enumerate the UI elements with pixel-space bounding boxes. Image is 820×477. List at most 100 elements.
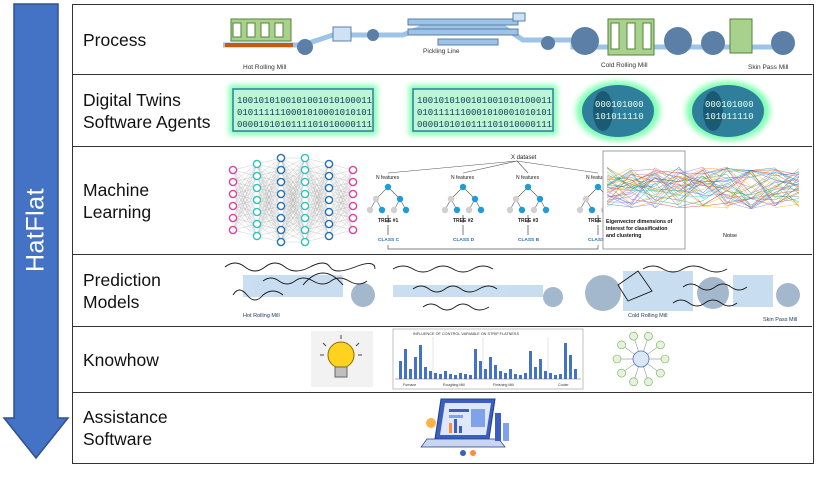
binary-panel <box>412 88 554 132</box>
cold-rolling-mill-faded-icon <box>585 271 800 311</box>
forest-feature-label: N features <box>451 175 475 181</box>
binary-text: 0101111110001010001010101 <box>417 108 552 118</box>
row-prediction-models: Prediction Models <box>73 255 812 327</box>
mind-map-node <box>644 377 653 387</box>
tree-node <box>576 206 584 214</box>
binary-text: 1001010100101001010100011 <box>417 96 552 106</box>
bar <box>434 373 437 379</box>
nn-node <box>348 177 358 187</box>
nn-node <box>300 237 310 247</box>
nn-node <box>324 159 334 169</box>
mind-map-node <box>656 368 665 378</box>
caption-cold-rolling: Cold Rolling Mill <box>628 313 667 319</box>
eigen-line <box>606 167 800 206</box>
bar <box>479 361 482 379</box>
tree-node <box>378 206 386 214</box>
class-label: CLASS B <box>518 237 540 243</box>
tree-node <box>536 195 544 203</box>
caption-hot-rolling: Hot Rolling Mill <box>243 64 287 71</box>
mind-map-node <box>629 377 638 387</box>
bar <box>399 361 402 379</box>
tree-node <box>396 195 404 203</box>
eigen-line <box>606 170 800 196</box>
caption-skin-pass: Skin Pass Mill <box>763 317 797 323</box>
bar <box>404 349 407 379</box>
eigenvector-plot: Eigenvector dimensions of interest for c… <box>602 150 800 250</box>
row-label-assistance-software: Assistance Software <box>83 393 168 463</box>
forest-dataset-label: X dataset <box>511 155 537 161</box>
forest-feature-label: N features <box>376 175 400 181</box>
row-label-process: Process <box>83 5 146 74</box>
row-label-machine-learning: Machine Learning <box>83 147 151 254</box>
tree-node <box>441 206 449 214</box>
tree-node <box>477 206 485 214</box>
binary-text: 0000101010111101010000111 <box>417 120 552 130</box>
lightbulb-icon <box>311 331 373 387</box>
nn-node <box>228 177 238 187</box>
mind-map-node <box>629 331 638 341</box>
nn-node <box>228 165 238 175</box>
row-digital-twins: Digital Twins Software Agents 1001010100… <box>73 75 812 147</box>
row-label-line: Machine <box>83 179 150 200</box>
bar <box>429 371 432 379</box>
nn-node <box>252 195 262 205</box>
tree-node <box>542 206 550 214</box>
mind-map-node <box>644 331 653 341</box>
nn-node <box>300 153 310 163</box>
bar <box>444 371 447 379</box>
binary-text: 000101000 <box>595 100 644 110</box>
binary-text: 101011110 <box>595 112 644 122</box>
tree-node <box>512 195 520 203</box>
nn-node <box>276 237 286 247</box>
binary-illustration: 1001010100101001010100011 01011111100010… <box>223 75 806 146</box>
forest-feature-label: N features <box>516 175 540 181</box>
bar <box>419 345 422 379</box>
nn-node <box>348 189 358 199</box>
row-label-line: Software <box>83 429 153 449</box>
tree-node <box>471 195 479 203</box>
row-label-line: Process <box>83 29 147 50</box>
binary-coil <box>692 85 764 137</box>
knowhow-graphic: INFLUENCE OF CONTROL VARIABLE ON STRIP F… <box>311 328 670 390</box>
tree-node <box>390 206 398 214</box>
nn-node <box>276 189 286 199</box>
bar <box>424 367 427 379</box>
bar <box>564 343 567 379</box>
row-label-knowhow: Knowhow <box>83 327 159 392</box>
tree-node <box>582 195 590 203</box>
bar <box>544 371 547 379</box>
rolling-mills-graphic: Hot Rolling Mill Pickling Line Cold Roll… <box>223 12 795 71</box>
nn-node <box>228 201 238 211</box>
hot-rolling-mill-faded-icon <box>243 275 563 307</box>
tree-node <box>465 206 473 214</box>
skin-pass-mill-icon <box>701 18 795 55</box>
nn-node <box>324 171 334 181</box>
chart-group-label: Roughing Mill <box>443 383 465 387</box>
binary-panel <box>232 88 374 132</box>
eigen-line <box>606 170 800 205</box>
pickling-line-icon <box>332 12 555 50</box>
chart-group-label: Finishing Mill <box>493 383 514 387</box>
hot-rolling-mill-icon <box>225 18 313 55</box>
row-label-line: Knowhow <box>83 349 159 370</box>
nn-node <box>324 219 334 229</box>
row-process: Process <box>73 5 812 75</box>
bar <box>489 357 492 379</box>
tree-node <box>594 183 602 191</box>
bar <box>484 369 487 379</box>
nn-node <box>252 159 262 169</box>
bar <box>474 349 477 379</box>
tree-node <box>402 206 410 214</box>
tree-node <box>384 183 392 191</box>
row-label-line: Models <box>83 291 140 312</box>
row-knowhow: Knowhow INFLUENCE OF CONTROL <box>73 327 812 393</box>
equations-scribble <box>224 262 748 311</box>
mind-map-node <box>612 354 622 364</box>
tree-label: TREE #3 <box>518 218 539 224</box>
nn-node <box>252 183 262 193</box>
binary-text: 000101000 <box>705 100 754 110</box>
eigen-line <box>606 168 800 209</box>
row-label-line: Software Agents <box>83 111 211 132</box>
